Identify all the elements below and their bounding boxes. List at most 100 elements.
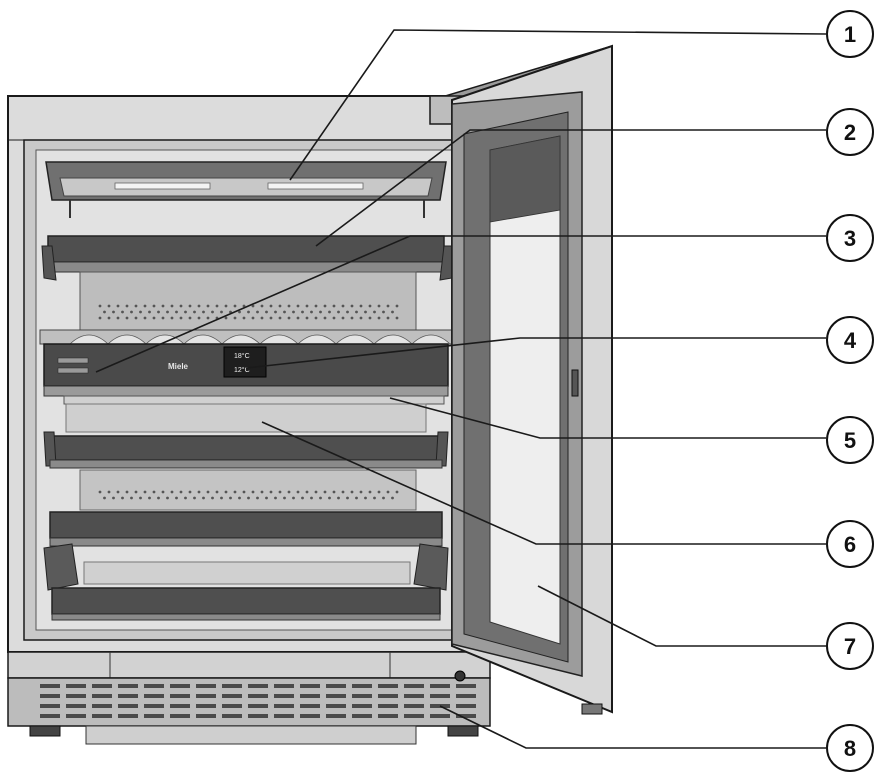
callout-1: 1 [826, 10, 874, 58]
vent-hole [346, 496, 349, 500]
vent-hole [125, 316, 129, 320]
callout-6: 6 [826, 520, 874, 568]
grille-slot [248, 714, 268, 718]
vent-hole [134, 316, 138, 320]
grille-slot [92, 704, 112, 708]
right-foot [447, 725, 479, 737]
vent-hole [301, 310, 304, 314]
vent-hole [175, 496, 178, 500]
vent-hole [368, 490, 372, 494]
bottle-rest-scallops [69, 334, 451, 345]
grille-slot [118, 684, 138, 688]
lower-zone-temperature: 12°C [234, 366, 250, 374]
grille-slot [196, 684, 216, 688]
vent-hole [130, 496, 133, 500]
vent-hole [386, 316, 390, 320]
vent-hole [161, 304, 165, 308]
grille-slot [222, 694, 242, 698]
vent-hole [310, 496, 313, 500]
grille-slot [456, 684, 476, 688]
grille-slot [144, 694, 164, 698]
vent-hole [278, 490, 282, 494]
grille-slot [144, 714, 164, 718]
vent-hole [373, 310, 376, 314]
grille-slot [66, 714, 86, 718]
vent-hole [170, 490, 174, 494]
bottle-rest [107, 334, 147, 345]
bottle-rest [221, 334, 261, 345]
vent-hole [278, 304, 282, 308]
callout-1-label: 1 [844, 22, 856, 47]
vent-hole [233, 304, 237, 308]
vent-hole [251, 490, 255, 494]
vent-hole [125, 304, 129, 308]
vent-hole [220, 310, 223, 314]
vent-hole [242, 316, 246, 320]
vent-hole [269, 316, 273, 320]
grille-slot [222, 684, 242, 688]
grille-slot [430, 684, 450, 688]
vent-hole [247, 496, 250, 500]
vent-hole [269, 490, 273, 494]
upper-zone-temperature: 18°C [234, 352, 250, 360]
grille-slot [274, 714, 294, 718]
callout-leaders [95, 29, 827, 749]
vent-hole [274, 310, 277, 314]
vent-hole [166, 310, 169, 314]
bottle-rest [335, 334, 375, 345]
vent-hole [107, 490, 111, 494]
vent-hole [134, 304, 138, 308]
upper-wooden-shelf [41, 235, 455, 333]
glass-door [429, 44, 613, 715]
vent-hole [224, 304, 228, 308]
vent-hole [211, 310, 214, 314]
vent-hole [112, 496, 115, 500]
grille-slot [118, 714, 138, 718]
grille-slot [274, 704, 294, 708]
vent-hole [224, 490, 228, 494]
vent-hole [103, 310, 106, 314]
vent-hole [242, 304, 246, 308]
grille-slot [378, 694, 398, 698]
callout-8-label: 8 [844, 736, 856, 761]
vent-hole [319, 496, 322, 500]
vent-hole [188, 304, 192, 308]
vent-hole [391, 496, 394, 500]
vent-hole [265, 310, 268, 314]
leader-3 [95, 235, 826, 373]
vent-hole [98, 304, 102, 308]
grille-slot [222, 714, 242, 718]
grille-slot [248, 694, 268, 698]
vent-hole [373, 496, 376, 500]
vent-hole [301, 496, 304, 500]
vent-hole [260, 490, 264, 494]
vent-hole [355, 310, 358, 314]
grille-slot [170, 714, 190, 718]
vent-hole [332, 304, 336, 308]
vent-hole [98, 490, 102, 494]
vent-hole [314, 490, 318, 494]
leader-7 [537, 585, 826, 647]
vent-hole [350, 490, 354, 494]
control-panel: Miele 18°C 12°C [39, 329, 453, 397]
leader-2 [315, 129, 826, 247]
vent-hole [139, 496, 142, 500]
ventilation-holes-upper [98, 304, 399, 320]
vent-hole [283, 496, 286, 500]
vent-hole [395, 304, 399, 308]
callout-5: 5 [826, 416, 874, 464]
callout-7: 7 [826, 622, 874, 670]
vent-hole [170, 304, 174, 308]
vent-hole [260, 316, 264, 320]
vent-hole [202, 496, 205, 500]
vent-hole [143, 490, 147, 494]
vent-hole [139, 310, 142, 314]
ventilation-holes-lower [98, 490, 399, 500]
vent-hole [179, 316, 183, 320]
vent-hole [152, 304, 156, 308]
vent-hole [247, 310, 250, 314]
vent-hole [287, 490, 291, 494]
grille-slot [40, 704, 60, 708]
vent-hole [202, 310, 205, 314]
vent-hole [305, 304, 309, 308]
